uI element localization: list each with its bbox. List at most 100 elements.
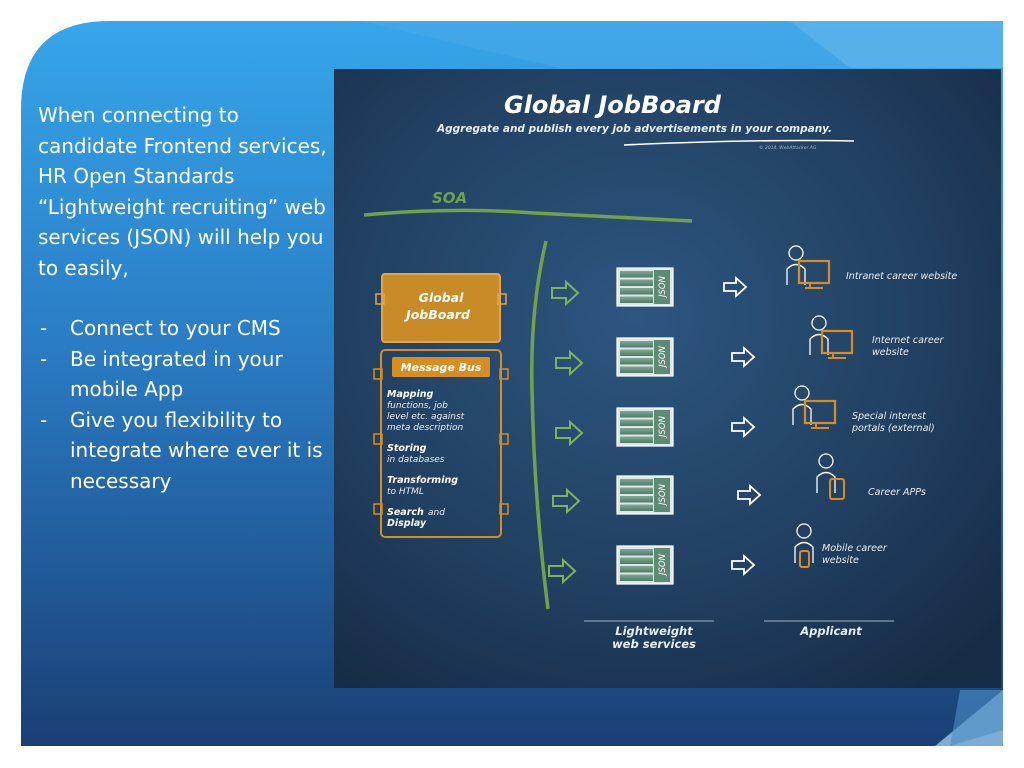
- bus-item-storing-line: in databases: [387, 455, 445, 465]
- monitor-stand-icon: [811, 423, 829, 429]
- decor-corner-bottom-2: [950, 690, 1003, 746]
- json-label: JSON: [658, 483, 668, 507]
- bus-item-mapping-title: Mapping: [387, 389, 433, 400]
- json-label: JSON: [658, 553, 668, 577]
- target-label: website: [872, 347, 909, 358]
- diagram-copyright: © 2014, WebAttacker AG: [759, 144, 817, 151]
- tablet-icon: [829, 478, 845, 500]
- jobboard-box-line2: JobBoard: [403, 307, 471, 322]
- monitor-icon: [820, 329, 854, 355]
- bullet-item: Connect to your CMS: [38, 313, 328, 344]
- global-jobboard-box: Global JobBoard: [375, 273, 507, 343]
- person-body-icon: [786, 263, 806, 285]
- server-slot: [620, 296, 653, 303]
- person-head-icon: [818, 453, 834, 469]
- monitor-stand-icon: [828, 353, 846, 359]
- server-slot: [620, 574, 653, 581]
- bullet-item: Give you flexibility to integrate where …: [38, 405, 328, 497]
- target-label: Mobile career: [822, 543, 888, 554]
- bullet-list: Connect to your CMS Be integrated in you…: [38, 313, 328, 496]
- server-slot: [620, 341, 653, 348]
- server-slot: [620, 428, 653, 435]
- json-tag: [654, 478, 670, 512]
- outbound-arrow-icon: [731, 345, 756, 369]
- outbound-arrow-icon: [731, 553, 756, 577]
- server-slot: [620, 366, 653, 373]
- footer-left-line1: Lightweight: [615, 624, 693, 638]
- outbound-arrow-icon: [737, 483, 762, 507]
- bus-item-search-joiner: and: [428, 508, 445, 518]
- server-slot: [620, 349, 653, 356]
- person-head-icon: [796, 523, 812, 539]
- person-head-icon: [794, 385, 810, 401]
- json-tag: [654, 410, 670, 444]
- jobboard-box-line1: Global: [419, 290, 465, 305]
- server-slot: [620, 419, 653, 426]
- server-slot: [620, 279, 653, 286]
- soa-line: [363, 208, 693, 223]
- bus-item-display-title: Display: [387, 518, 427, 529]
- server-slot: [620, 288, 653, 295]
- soa-label: SOA: [432, 189, 467, 207]
- json-tag: [654, 270, 670, 304]
- service-row: JSON Career APPs: [552, 453, 926, 515]
- inbound-arrow-icon: [551, 279, 580, 307]
- server-slot: [620, 487, 653, 494]
- footer-left-line2: web services: [612, 637, 696, 651]
- json-label: JSON: [658, 345, 668, 369]
- server-slot: [620, 549, 653, 556]
- person-body-icon: [794, 541, 814, 563]
- diagram-title: Global JobBoard: [504, 91, 722, 119]
- monitor-icon: [803, 399, 837, 425]
- person-head-icon: [788, 245, 804, 261]
- server-slot: [620, 479, 653, 486]
- intro-paragraph: When connecting to candidate Frontend se…: [38, 103, 327, 280]
- target-label: website: [822, 555, 859, 566]
- bus-item-storing-title: Storing: [387, 443, 427, 454]
- decor-band-top-light: [790, 21, 1003, 68]
- json-label: JSON: [658, 415, 668, 439]
- jobboard-diagram: Global JobBoard Aggregate and publish ev…: [334, 69, 1001, 688]
- service-row: JSON Intranet career website: [551, 245, 957, 307]
- bus-item-transforming-line: to HTML: [387, 487, 424, 497]
- server-slot: [620, 557, 653, 564]
- target-label: Special interest: [852, 411, 927, 422]
- server-slot: [620, 271, 653, 278]
- target-label: Intranet career website: [846, 271, 957, 282]
- chalkboard: [334, 69, 1001, 688]
- message-bus-heading: Message Bus: [401, 361, 482, 374]
- target-label: Internet career: [872, 335, 945, 346]
- footer-right-label: Applicant: [799, 624, 862, 638]
- bullet-item: Be integrated in your mobile App: [38, 344, 328, 405]
- bus-item-mapping-line: functions, job: [387, 401, 448, 411]
- bus-item-mapping-line: level etc. against: [387, 412, 465, 422]
- json-label: JSON: [658, 275, 668, 299]
- server-slot: [620, 504, 653, 511]
- soa-bus-curve: [530, 240, 550, 610]
- inbound-arrow-icon: [548, 557, 577, 585]
- phone-icon: [799, 550, 810, 568]
- outbound-arrow-icon: [723, 275, 748, 299]
- person-body-icon: [816, 471, 836, 493]
- server-slot: [620, 496, 653, 503]
- inbound-arrow-icon: [555, 419, 584, 447]
- inbound-arrow-icon: [552, 487, 581, 515]
- slide-body-text: When connecting to candidate Frontend se…: [38, 100, 328, 496]
- monitor-stand-icon: [805, 283, 823, 289]
- server-slot: [620, 358, 653, 365]
- inbound-arrow-icon: [555, 349, 584, 377]
- message-bus-box: Message Bus Mapping functions, job level…: [373, 349, 509, 538]
- server-slot: [620, 566, 653, 573]
- title-underline: [623, 139, 855, 146]
- target-label: Career APPs: [868, 487, 926, 498]
- bus-item-mapping-line: meta description: [387, 423, 464, 433]
- target-label: portals (external): [851, 423, 935, 434]
- person-body-icon: [792, 403, 812, 425]
- json-tag: [654, 548, 670, 582]
- outbound-arrow-icon: [731, 415, 756, 439]
- server-slot: [620, 436, 653, 443]
- bus-item-transforming-title: Transforming: [387, 475, 458, 486]
